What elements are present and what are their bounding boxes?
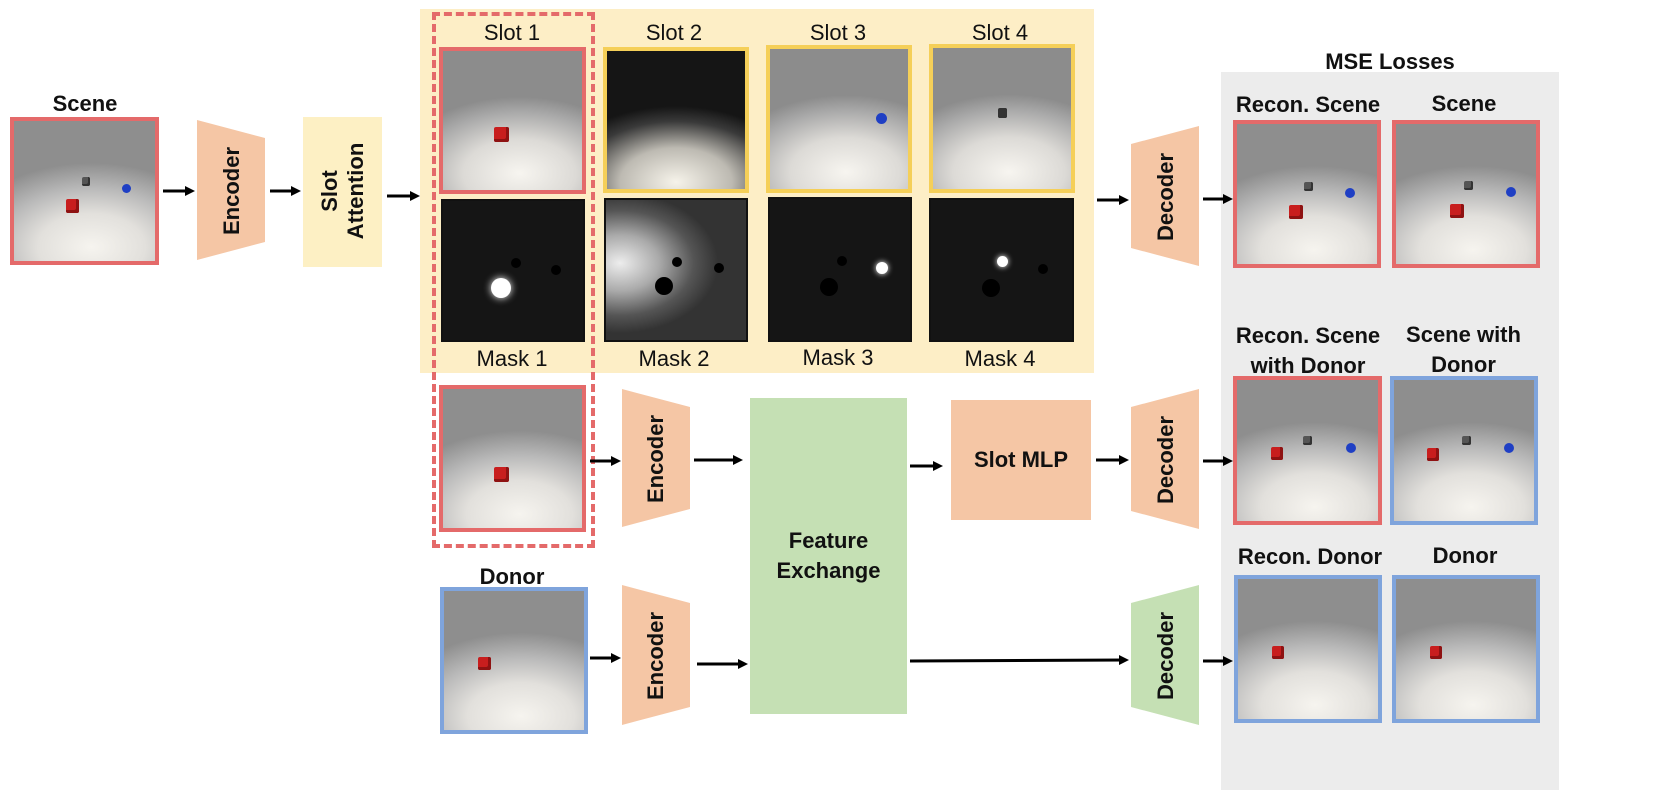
slot1-object-scene-image — [439, 385, 586, 532]
slot-4-label: Slot 4 — [971, 20, 1029, 45]
blue-sphere — [1345, 188, 1355, 198]
mask-4-image — [929, 198, 1074, 342]
blue-sphere — [122, 184, 131, 193]
gray-cube — [1464, 181, 1473, 190]
scene-with-donor-label: Scene with Donor — [1406, 322, 1521, 377]
red-cube — [66, 199, 79, 213]
feature-exchange-label: Feature Exchange — [776, 528, 881, 583]
mask-blob — [655, 277, 673, 295]
mask-2-label: Mask 2 — [638, 346, 710, 371]
mask-blob — [511, 258, 521, 268]
encoder-top-shape — [197, 120, 265, 260]
slot1-dashed-box — [432, 12, 595, 548]
recon-donor-image — [1234, 575, 1382, 723]
red-cube — [1289, 205, 1303, 219]
mask-blob — [820, 278, 838, 296]
encoder-middle-shape — [622, 389, 690, 527]
recon-scene-label: Recon. Scene — [1235, 92, 1381, 117]
blue-sphere — [1506, 187, 1516, 197]
recon-scene-with-donor-label: Recon. Scene with Donor — [1235, 323, 1381, 378]
mask-3-label: Mask 3 — [802, 345, 874, 370]
mask-blob — [997, 256, 1008, 267]
mse-losses-label: MSE Losses — [1325, 49, 1455, 74]
feature-exchange-box: Feature Exchange — [750, 398, 907, 714]
donor-output-label: Donor — [1432, 543, 1498, 568]
mask-blob — [982, 279, 1000, 297]
gray-cube — [1462, 436, 1471, 445]
recon-donor-label: Recon. Donor — [1237, 544, 1383, 569]
mask-2-image — [604, 198, 748, 342]
blue-sphere — [1346, 443, 1356, 453]
mask-blob — [491, 278, 511, 298]
mask-blob — [1038, 264, 1048, 274]
slot-3-label: Slot 3 — [809, 20, 867, 45]
recon-scene-with-donor-image — [1233, 376, 1382, 525]
slot-1-label: Slot 1 — [483, 20, 541, 45]
mask-1-image — [441, 199, 585, 342]
mask-blob — [876, 262, 888, 274]
slot-attention-box — [303, 117, 382, 267]
donor-output-image — [1392, 575, 1540, 723]
mask-blob — [551, 265, 561, 275]
gray-cube — [998, 108, 1007, 118]
encoder-bottom-shape — [622, 585, 690, 725]
red-cube — [478, 657, 491, 670]
blue-sphere — [876, 113, 887, 124]
gray-cube — [1304, 182, 1313, 191]
blue-sphere — [1504, 443, 1514, 453]
gray-cube — [1303, 436, 1312, 445]
slot-mlp-label: Slot MLP — [973, 447, 1069, 472]
scene-label: Scene — [52, 91, 118, 116]
red-cube — [1450, 204, 1464, 218]
slot-mlp-box: Slot MLP — [951, 400, 1091, 520]
mask-1-label: Mask 1 — [476, 346, 548, 371]
gray-cube — [82, 177, 90, 186]
recon-scene-image — [1233, 120, 1381, 268]
donor-label: Donor — [479, 564, 545, 589]
scene-output-label: Scene — [1431, 91, 1497, 116]
decoder-top-shape — [1131, 126, 1199, 266]
mask-blob — [837, 256, 847, 266]
scene-with-donor-image — [1390, 376, 1538, 525]
red-cube — [1430, 646, 1442, 659]
mask-blob — [672, 257, 682, 267]
red-cube — [494, 467, 509, 482]
slot-2-image — [603, 47, 749, 193]
slot-4-image — [929, 44, 1075, 193]
mask-blob — [714, 263, 724, 273]
slot-2-label: Slot 2 — [645, 20, 703, 45]
red-cube — [1272, 646, 1284, 659]
red-cube — [1427, 448, 1439, 461]
slot-1-image — [439, 47, 586, 194]
mask-4-label: Mask 4 — [964, 346, 1036, 371]
decoder-middle-shape — [1131, 389, 1199, 529]
mask-3-image — [768, 197, 912, 342]
arrow — [909, 655, 1129, 666]
donor-image — [440, 587, 588, 734]
red-cube — [494, 127, 509, 142]
decoder-bottom-shape — [1131, 585, 1199, 725]
scene-image — [10, 117, 159, 265]
slot-3-image — [766, 45, 912, 193]
scene-output-image — [1392, 120, 1540, 268]
red-cube — [1271, 447, 1283, 460]
